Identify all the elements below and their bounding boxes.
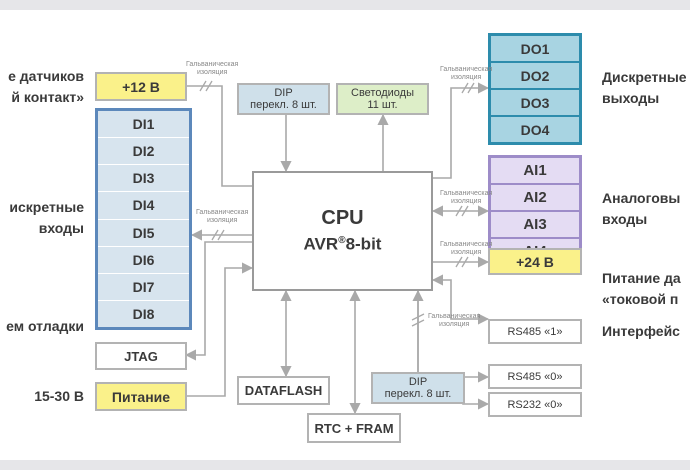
cpu-subtitle: AVR®8-bit xyxy=(303,234,382,254)
led-box: Светодиоды 11 шт. xyxy=(336,83,429,115)
isolation-label-rs: Гальваническая изоляция xyxy=(428,313,481,328)
rs232-0-box: RS232 «0» xyxy=(488,392,582,417)
isolation-mark-rs xyxy=(411,313,425,321)
dip-switch-top-box: DIP перекл. 8 шт. xyxy=(237,83,330,115)
wire-plus12 xyxy=(186,85,252,187)
ai-cell: AI2 xyxy=(491,185,579,212)
ai-cell: AI3 xyxy=(491,212,579,239)
isolation-label-plus12: Гальваническая изоляция xyxy=(186,61,239,76)
di-cell: DI6 xyxy=(98,246,189,274)
digital-inputs-group: DI1 DI2 DI3 DI4 DI5 DI6 DI7 DI8 xyxy=(95,108,192,330)
isolation-mark-ai xyxy=(455,205,463,217)
rs485-0-box: RS485 «0» xyxy=(488,364,582,389)
wire-jtag xyxy=(184,241,252,361)
digital-outputs-group: DO1 DO2 DO3 DO4 xyxy=(488,33,582,145)
label-discrete-outputs: Дискретные выходы xyxy=(602,69,687,106)
dataflash-box: DATAFLASH xyxy=(237,376,330,405)
label-discrete-inputs: искретные входы xyxy=(9,199,84,236)
isolation-label-do: Гальваническая изоляция xyxy=(440,66,493,81)
isolation-label-plus24: Гальваническая изоляция xyxy=(440,241,493,256)
do-cell: DO3 xyxy=(491,90,579,117)
isolation-mark-di xyxy=(211,229,219,241)
wire-rs485-1 xyxy=(431,274,490,325)
label-analog-inputs: Аналоговы входы xyxy=(602,190,681,227)
label-sensors: е датчиков й контакт» xyxy=(8,68,84,105)
power-box: Питание xyxy=(95,382,187,411)
di-cell: DI2 xyxy=(98,138,189,166)
rtc-fram-box: RTC + FRAM xyxy=(307,413,401,443)
di-cell: DI3 xyxy=(98,165,189,193)
di-cell: DI8 xyxy=(98,300,189,327)
label-voltage: 15-30 В xyxy=(34,388,84,404)
label-power-sensors: Питание да «токовой п xyxy=(602,270,681,307)
cpu-title: CPU xyxy=(321,207,364,230)
do-cell: DO4 xyxy=(491,117,579,142)
rs485-1-box: RS485 «1» xyxy=(488,319,582,344)
label-interface: Интерфейс xyxy=(602,323,680,339)
plus24-box: +24 В xyxy=(488,248,582,275)
isolation-mark-plus12 xyxy=(199,80,207,92)
do-cell: DO1 xyxy=(491,36,579,63)
wire-rs485-0 xyxy=(417,291,490,383)
jtag-box: JTAG xyxy=(95,342,187,370)
isolation-mark-plus24 xyxy=(455,256,463,268)
wire-rs232-0 xyxy=(462,377,490,410)
cpu-box: CPU AVR®8-bit xyxy=(252,171,433,291)
dip-switch-bottom-box: DIP перекл. 8 шт. xyxy=(371,372,465,404)
wire-do xyxy=(433,82,490,179)
di-cell: DI7 xyxy=(98,273,189,301)
do-cell: DO2 xyxy=(491,63,579,90)
isolation-label-ai: Гальваническая изоляция xyxy=(440,190,493,205)
label-debug: ем отладки xyxy=(6,318,84,334)
wire-power xyxy=(186,262,254,397)
isolation-label-di: Гальваническая изоляция xyxy=(196,209,249,224)
di-cell: DI4 xyxy=(98,192,189,220)
di-cell: DI1 xyxy=(98,111,189,139)
di-cell: DI5 xyxy=(98,219,189,247)
plus12-box: +12 В xyxy=(95,72,187,101)
ai-cell: AI1 xyxy=(491,158,579,185)
isolation-mark-do xyxy=(461,82,469,94)
